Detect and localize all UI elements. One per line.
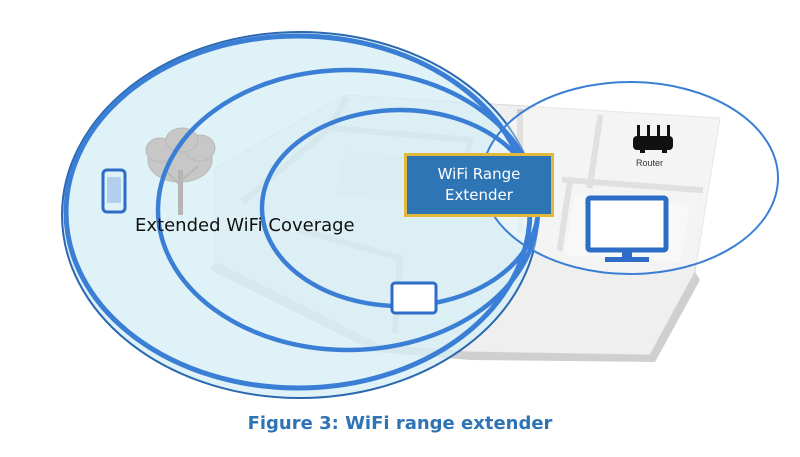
extender-label-line2: Extender <box>445 186 513 204</box>
range-extender-box: WiFi Range Extender <box>404 153 554 217</box>
extender-label-line1: WiFi Range <box>437 165 521 183</box>
monitor-icon <box>585 195 669 262</box>
smartphone-icon <box>101 168 127 214</box>
tablet-icon <box>390 281 438 315</box>
coverage-label: Extended WiFi Coverage <box>135 215 355 236</box>
wall <box>586 114 604 189</box>
figure-caption: Figure 3: WiFi range extender <box>247 413 553 434</box>
wall <box>556 176 574 252</box>
wall <box>561 176 704 194</box>
router-icon <box>633 125 673 153</box>
router-label: Router <box>636 158 664 168</box>
